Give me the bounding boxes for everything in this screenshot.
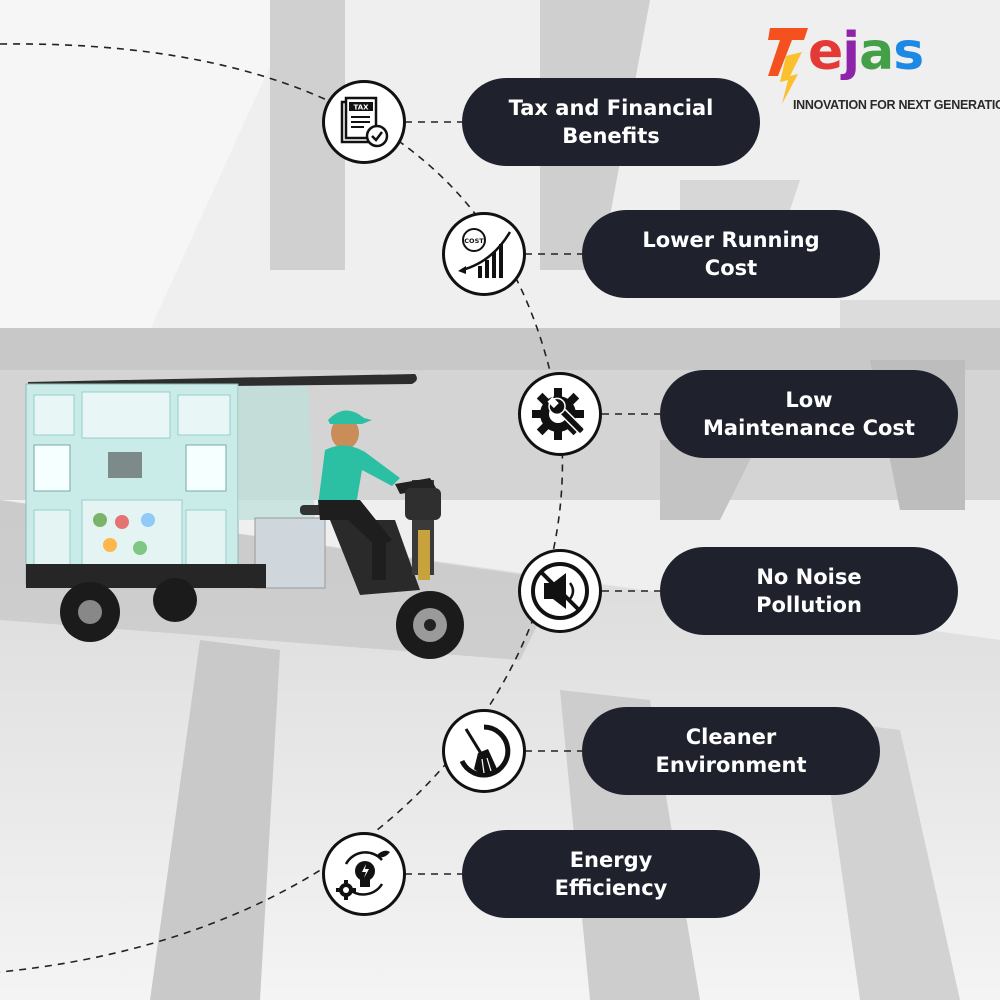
cost-decrease-chart-icon: COST bbox=[458, 228, 512, 278]
benefit-label-line1: Cleaner bbox=[685, 725, 777, 749]
environment-icon-node bbox=[442, 709, 526, 793]
benefit-label-line2: Efficiency bbox=[554, 876, 668, 900]
benefit-label-line1: Low bbox=[785, 388, 833, 412]
benefit-label-line1: Tax and Financial bbox=[508, 96, 714, 120]
benefit-label-line2: Benefits bbox=[562, 124, 660, 148]
tax-icon-text: TAX bbox=[353, 104, 369, 112]
mute-speaker-icon bbox=[531, 562, 589, 620]
gear-wrench-icon bbox=[532, 388, 585, 440]
tax-document-check-icon: TAX bbox=[340, 96, 389, 148]
logo-tagline: INNOVATION FOR NEXT GENERATION bbox=[793, 98, 1000, 112]
tejas-t-bolt-icon bbox=[768, 28, 808, 104]
benefit-label-line1: Lower Running bbox=[642, 228, 820, 252]
benefit-label-line2: Cost bbox=[704, 256, 758, 280]
logo-letter-s: s bbox=[893, 22, 924, 82]
benefit-label-line1: Energy bbox=[569, 848, 653, 872]
maintenance-icon-node bbox=[518, 372, 602, 456]
tax-benefit-icon-node: TAX bbox=[322, 80, 406, 164]
tejas-logo: ejas INNOVATION FOR NEXT GENERATION bbox=[768, 18, 1000, 118]
logo-letter-j: j bbox=[842, 22, 860, 82]
benefit-label-line1: No Noise bbox=[756, 565, 862, 589]
noise-icon-node bbox=[518, 549, 602, 633]
benefit-label-line2: Environment bbox=[655, 753, 807, 777]
logo-letter-a: a bbox=[859, 22, 894, 82]
benefit-label-line2: Pollution bbox=[756, 593, 862, 617]
logo-letter-e: e bbox=[808, 22, 843, 82]
running-cost-icon-node: COST bbox=[442, 212, 526, 296]
bulb-gear-cycle-icon bbox=[336, 850, 390, 900]
energy-icon-node bbox=[322, 832, 406, 916]
benefit-label-line2: Maintenance Cost bbox=[703, 416, 915, 440]
cost-icon-text: COST bbox=[464, 237, 484, 245]
logo-wordmark: ejas bbox=[808, 20, 924, 84]
broom-sweep-icon bbox=[459, 724, 511, 778]
e-rickshaw-vehicle bbox=[25, 374, 464, 659]
